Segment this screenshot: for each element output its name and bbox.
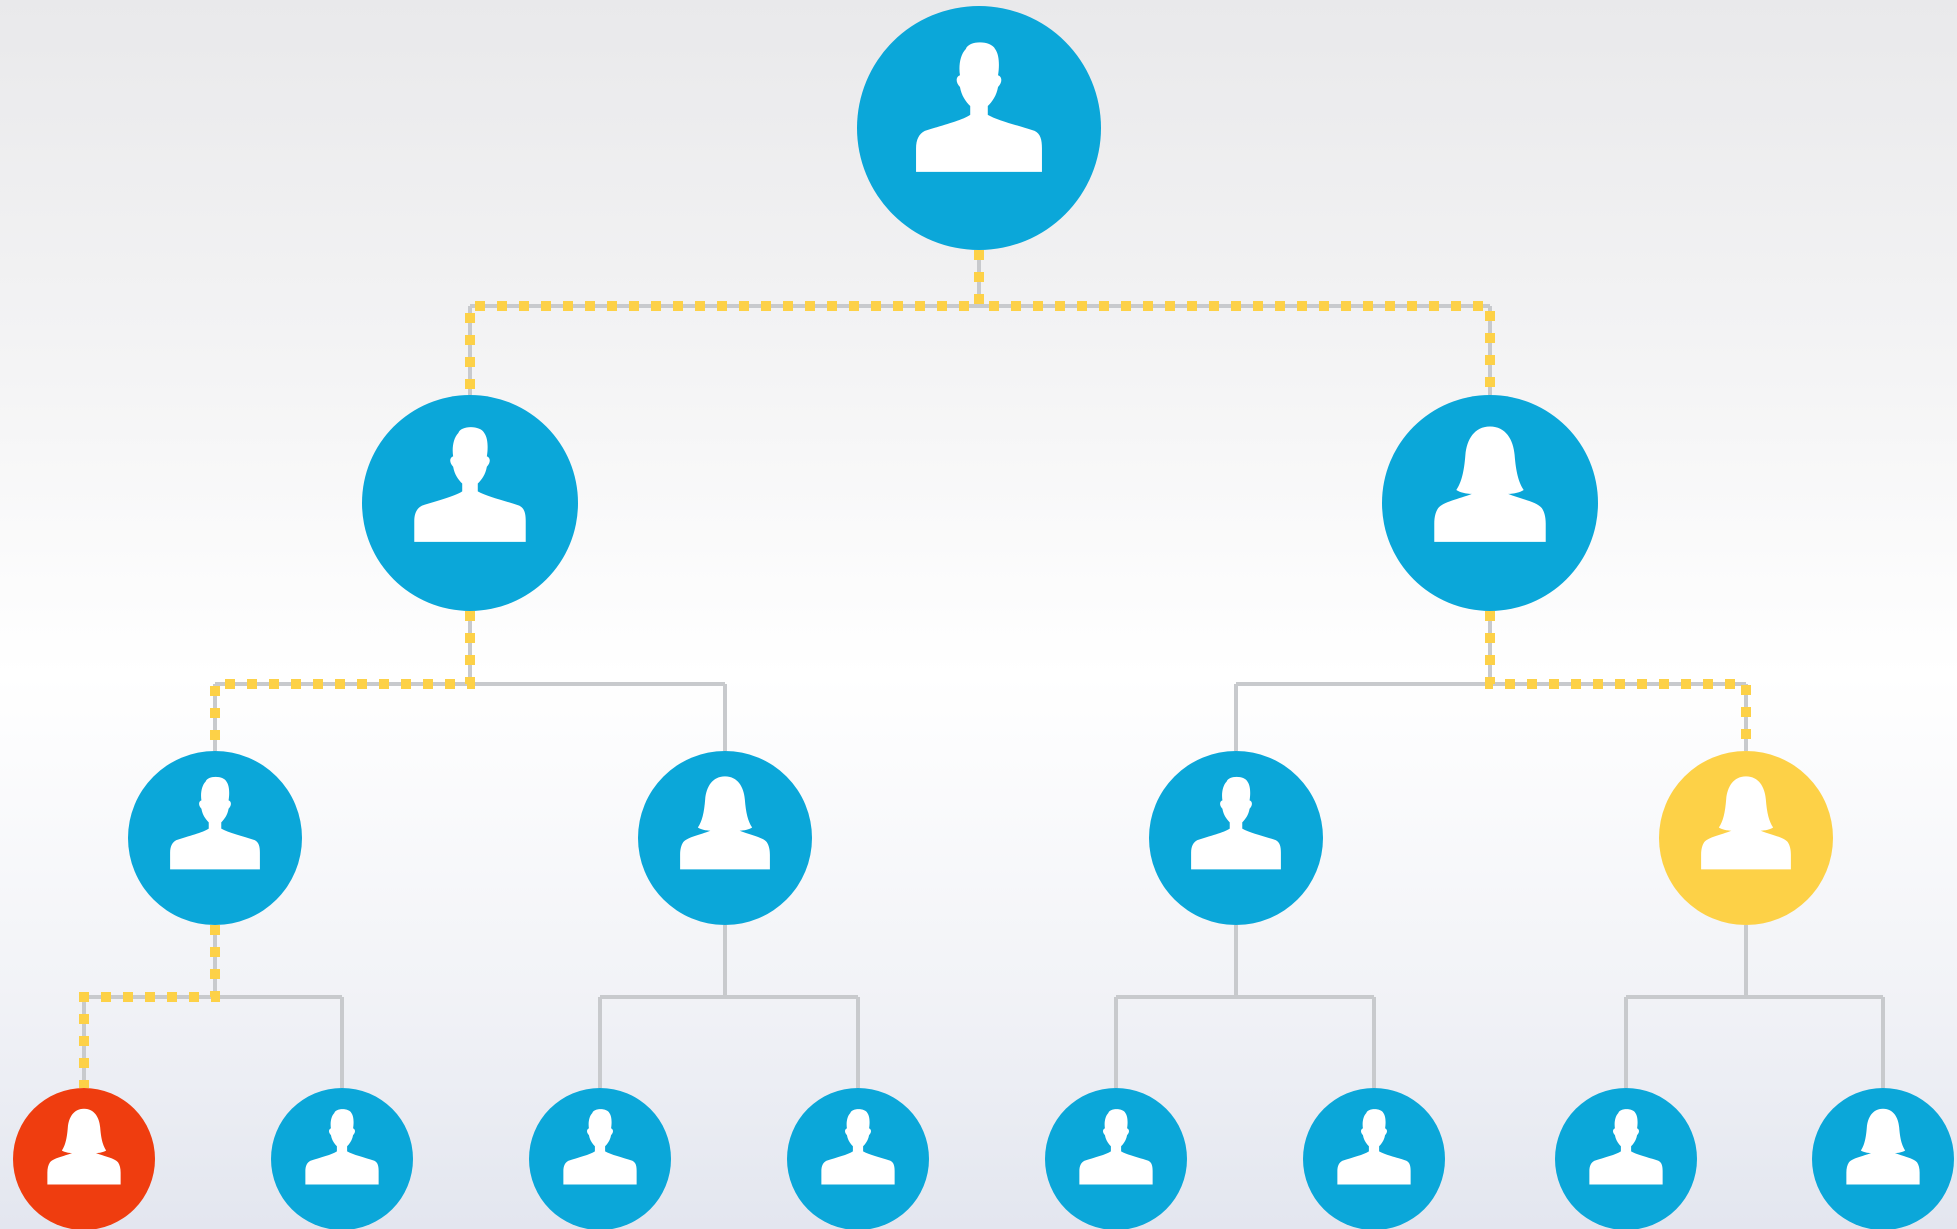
highlight-path-segment: [465, 250, 984, 395]
highlight-path-segment: [974, 250, 1495, 395]
connector-lines: [82, 250, 1885, 1088]
org-chart-nodes: [13, 6, 1954, 1229]
org-node-level3-4[interactable]: [1659, 751, 1833, 925]
org-node-level2-1[interactable]: [362, 395, 578, 611]
org-node-level4-6[interactable]: [1303, 1088, 1445, 1229]
highlight-path-segment: [210, 611, 475, 751]
org-node-level1-1[interactable]: [857, 6, 1101, 250]
org-node-level3-1[interactable]: [128, 751, 302, 925]
org-node-level4-5[interactable]: [1045, 1088, 1187, 1229]
org-node-level4-1[interactable]: [13, 1088, 155, 1229]
org-node-level3-2[interactable]: [638, 751, 812, 925]
org-node-level4-4[interactable]: [787, 1088, 929, 1229]
highlight-path-segment: [79, 925, 220, 1088]
highlighted-reporting-path: [79, 250, 1751, 1088]
org-node-level4-7[interactable]: [1555, 1088, 1697, 1229]
org-node-level2-2[interactable]: [1382, 395, 1598, 611]
org-node-level3-3[interactable]: [1149, 751, 1323, 925]
org-node-level4-3[interactable]: [529, 1088, 671, 1229]
org-node-level4-8[interactable]: [1812, 1088, 1954, 1229]
org-node-level4-2[interactable]: [271, 1088, 413, 1229]
highlight-path-segment: [1485, 611, 1751, 751]
